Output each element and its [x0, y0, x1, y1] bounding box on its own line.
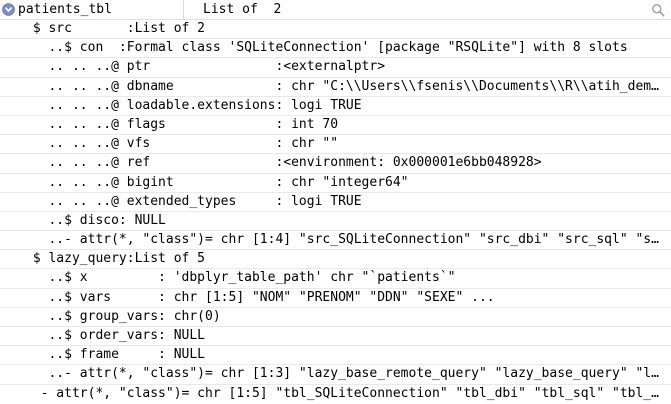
str-row: ..- attr(*, "class")= chr [1:4] "src_SQL…	[0, 231, 671, 251]
str-row: .. .. ..@ ptr :<externalptr>	[0, 58, 671, 78]
str-row: ..$ frame : NULL	[0, 346, 671, 366]
str-row: ..$ x : 'dbplyr_table_path' chr "`patien…	[0, 269, 671, 289]
search-icon[interactable]	[651, 3, 665, 17]
chevron-down-icon[interactable]	[2, 3, 15, 16]
column-divider	[183, 0, 184, 19]
str-row: .. .. ..@ dbname : chr "C:\\Users\\fseni…	[0, 78, 671, 97]
str-row: $ src :List of 2	[0, 20, 671, 40]
str-row: $ lazy_query:List of 5	[0, 250, 671, 270]
object-name[interactable]: patients_tbl	[18, 2, 112, 17]
str-row: ..$ group_vars: chr(0)	[0, 308, 671, 327]
str-row: ..$ con :Formal class 'SQLiteConnection'…	[0, 39, 671, 59]
object-type: List of 2	[203, 2, 282, 17]
str-row: ..$ vars : chr [1:5] "NOM" "PRENOM" "DDN…	[0, 289, 671, 308]
str-row: - attr(*, "class")= chr [1:5] "tbl_SQLit…	[25, 385, 659, 401]
str-row: ..- attr(*, "class")= chr [1:3] "lazy_ba…	[0, 365, 671, 385]
str-row: ..$ disco: NULL	[0, 212, 671, 232]
str-row: .. .. ..@ ref :<environment: 0x000001e6b…	[0, 154, 671, 174]
str-row: .. .. ..@ flags : int 70	[0, 116, 671, 136]
str-row: .. .. ..@ vfs : chr ""	[0, 135, 671, 155]
str-row: .. .. ..@ loadable.extensions: logi TRUE	[0, 97, 671, 116]
str-row: .. .. ..@ extended_types : logi TRUE	[0, 193, 671, 212]
str-row: ..$ order_vars: NULL	[0, 327, 671, 347]
str-row: .. .. ..@ bigint : chr "integer64"	[0, 174, 671, 193]
object-header-row[interactable]: patients_tbl List of 2	[0, 0, 671, 20]
str-output-list: $ src :List of 2 ..$ con :Formal class '…	[0, 20, 671, 404]
